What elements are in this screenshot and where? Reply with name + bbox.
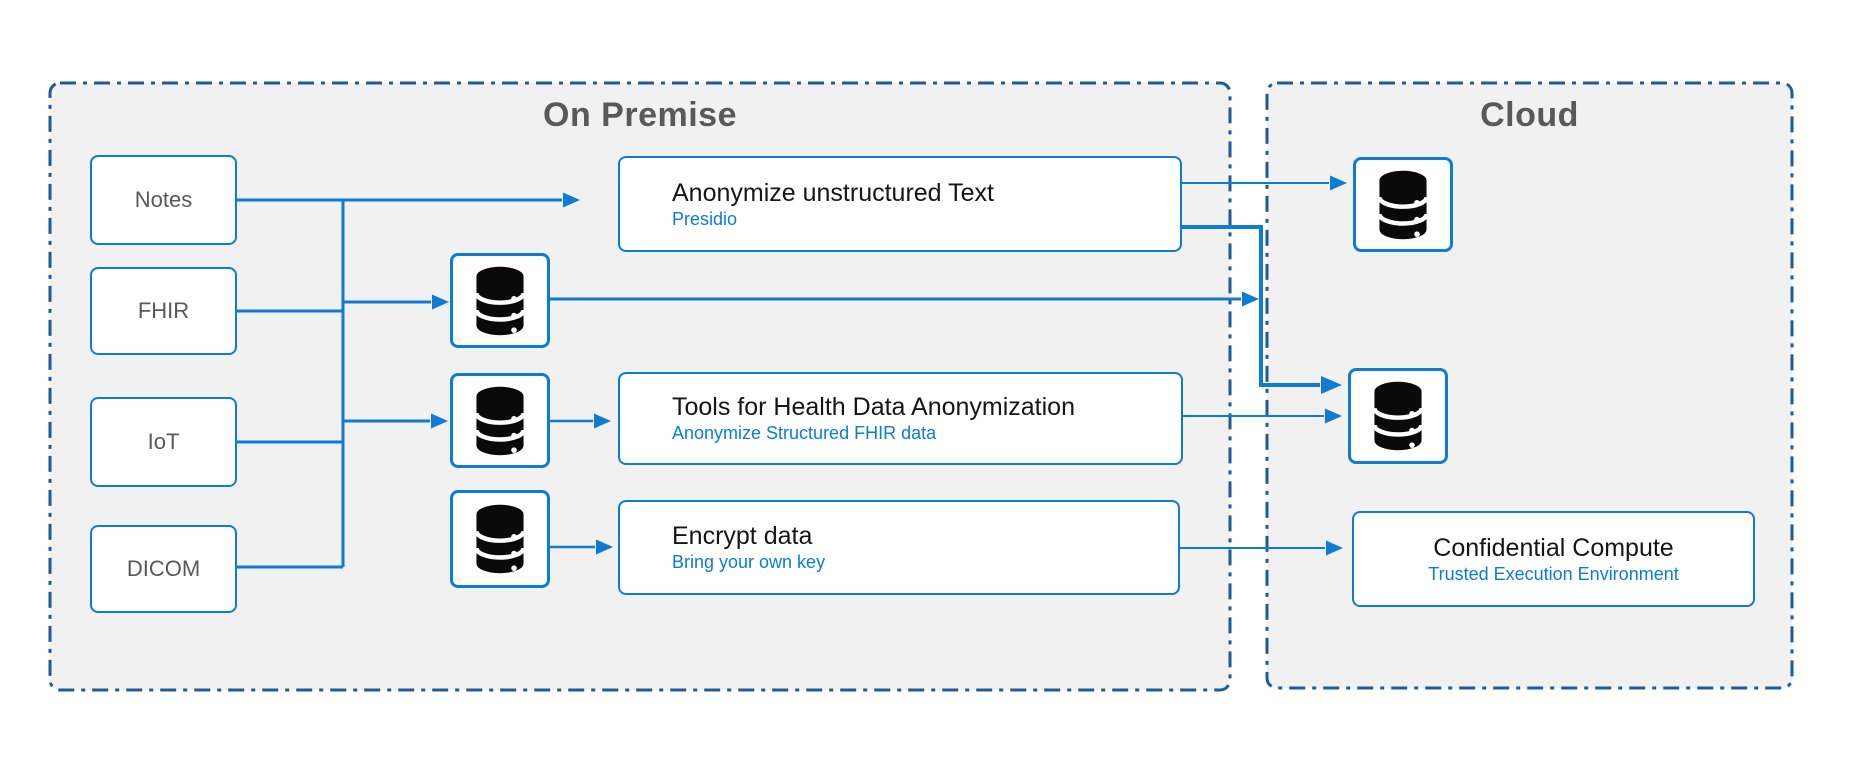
connector-db3-to-encrypt [550, 539, 613, 555]
connector-db1-to-cloud [550, 291, 1259, 307]
connector-anonymize-to-cloud-db2 [1182, 225, 1342, 394]
process-encrypt-data-title: Encrypt data [672, 522, 813, 551]
database-icon [474, 386, 526, 455]
source-iot-label: IoT [147, 429, 180, 454]
source-fhir: FHIR [90, 267, 237, 355]
process-tools-health-title: Tools for Health Data Anonymization [672, 393, 1075, 422]
process-encrypt-data: Encrypt data Bring your own key [618, 500, 1180, 595]
cloud-database-1 [1353, 157, 1453, 252]
database-icon [474, 504, 526, 574]
database-icon [474, 266, 526, 335]
connector-tools-to-cloud-db2 [1183, 408, 1342, 424]
on-premise-title: On Premise [543, 96, 737, 134]
database-icon [1377, 170, 1429, 239]
database-icon [1372, 381, 1424, 451]
onprem-database-1 [450, 253, 550, 348]
connector-notes-to-anonymize [237, 192, 580, 208]
connector-anonymize-to-cloud-db1 [1182, 175, 1347, 191]
process-tools-health-subtitle: Anonymize Structured FHIR data [672, 423, 937, 444]
process-tools-health: Tools for Health Data Anonymization Anon… [618, 372, 1183, 465]
source-notes: Notes [90, 155, 237, 245]
source-iot: IoT [90, 397, 237, 487]
connector-db2-to-tools [550, 413, 611, 429]
connector-source-bus [237, 200, 345, 569]
onprem-database-2 [450, 373, 550, 468]
source-dicom-label: DICOM [126, 556, 201, 581]
onprem-database-3 [450, 490, 550, 588]
connector-encrypt-to-confidential [1180, 540, 1343, 556]
source-dicom: DICOM [90, 525, 237, 613]
source-notes-label: Notes [134, 187, 193, 212]
process-anonymize-text-title: Anonymize unstructured Text [672, 178, 994, 207]
cloud-title: Cloud [1480, 96, 1579, 134]
confidential-compute-title: Confidential Compute [1433, 533, 1674, 562]
process-anonymize-text-subtitle: Presidio [672, 208, 738, 229]
cloud-database-2 [1348, 368, 1448, 464]
cloud-confidential-compute: Confidential Compute Trusted Execution E… [1352, 511, 1755, 607]
process-encrypt-data-subtitle: Bring your own key [672, 552, 826, 573]
source-fhir-label: FHIR [137, 298, 190, 323]
connector-bus-to-db1 [343, 294, 449, 310]
confidential-compute-subtitle: Trusted Execution Environment [1428, 563, 1679, 584]
process-anonymize-text: Anonymize unstructured Text Presidio [618, 156, 1182, 252]
connector-bus-to-db2 [343, 413, 448, 429]
